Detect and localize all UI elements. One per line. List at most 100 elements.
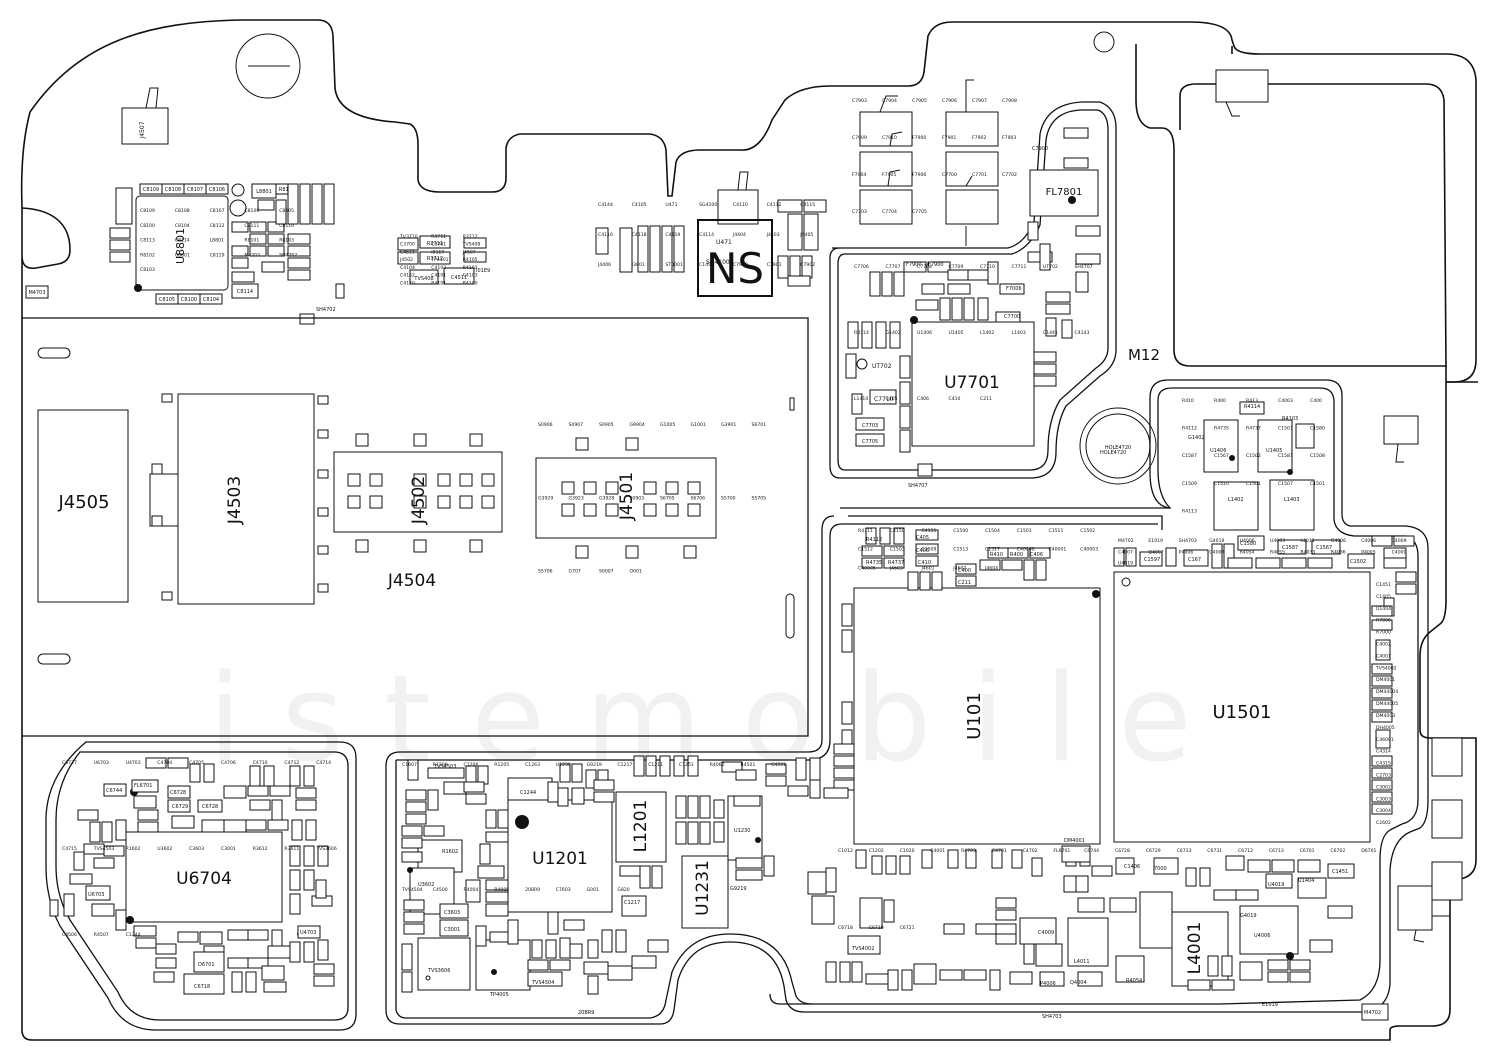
passive-field-u1201	[401, 755, 775, 995]
component-ref-label: C6733	[1177, 848, 1192, 854]
component-ref-label: R4060	[710, 762, 725, 768]
component-ref-label: SG4100	[699, 202, 717, 208]
component-ref-label: E1019	[1148, 538, 1163, 544]
svg-text:TVS4504: TVS4504	[531, 980, 554, 986]
svg-text:R4737: R4737	[888, 560, 904, 566]
svg-text:G1402: G1402	[1188, 435, 1205, 441]
component-ref-label: DM4001	[1376, 677, 1395, 683]
component-ref-label: J4406	[597, 262, 611, 268]
component-ref-label: R4105	[463, 257, 478, 263]
svg-text:U4006: U4006	[1254, 933, 1270, 939]
component-ref-label: U8801	[175, 252, 190, 258]
component-ref-label: C1500	[953, 528, 968, 534]
component-ref-label: R1602	[126, 846, 141, 852]
component-ref-label: C1513	[953, 547, 968, 553]
component-ref-label: TV3710	[399, 234, 418, 240]
component-ref-label: M4702	[1118, 538, 1134, 544]
component-ref-label: R4054	[1240, 549, 1255, 555]
component-ref-label: F7902	[972, 135, 986, 141]
component-ref-label: FL6701	[1053, 848, 1070, 854]
component-ref-label: C7707	[886, 264, 901, 270]
component-ref-label: F7901	[942, 135, 956, 141]
component-ref-label: C1580	[1310, 426, 1325, 432]
svg-text:SH4707: SH4707	[908, 483, 928, 489]
component-ref-label: C1432	[699, 262, 714, 268]
component-ref-label: C40005	[858, 565, 876, 571]
component-ref-label: C4001	[930, 848, 945, 854]
component-ref-label: M4703	[244, 252, 260, 258]
component-ref-label: C4500	[433, 887, 448, 893]
component-ref-label: C8105	[279, 208, 294, 214]
component-ref-label: C1510	[1214, 481, 1229, 487]
component-ref-label: C4105	[632, 202, 647, 208]
label-j4504: J4504	[387, 571, 436, 591]
component-ref-label: SH4702	[279, 252, 297, 258]
component-ref-label: DM44005	[1376, 701, 1398, 707]
component-ref-label: C1581	[1278, 453, 1293, 459]
component-ref-label: TVS4503	[93, 846, 115, 852]
component-ref-label: S0903	[630, 495, 645, 501]
component-ref-label: C3700	[400, 242, 415, 248]
svg-text:C211: C211	[958, 580, 971, 586]
svg-text:R4103: R4103	[1282, 416, 1298, 422]
component-ref-label: C1451	[1376, 582, 1391, 588]
component-ref-label: C8104	[175, 223, 190, 229]
component-ref-label: C1504	[985, 528, 1000, 534]
svg-text:R400: R400	[1010, 552, 1023, 558]
component-ref-label: C1503	[890, 547, 905, 553]
component-ref-label: R8102	[140, 252, 155, 258]
component-ref-label: C4706	[221, 760, 236, 766]
svg-text:G9219: G9219	[730, 886, 747, 892]
component-ref-label: C4702	[1023, 848, 1038, 854]
component-ref-label: C7710	[980, 264, 995, 270]
component-ref-label: Q4004	[1209, 549, 1224, 555]
component-ref-label: TVS4504	[401, 887, 423, 893]
component-ref-label: C4003	[1278, 398, 1293, 404]
component-ref-label: R410	[1182, 398, 1194, 404]
svg-text:R1602: R1602	[442, 849, 458, 855]
component-ref-label: C4152	[400, 273, 415, 279]
component-ref-label: S5706	[538, 569, 553, 575]
component-ref-label: C4103	[463, 273, 478, 279]
svg-text:P4006: P4006	[1040, 981, 1056, 987]
component-ref-label: C4001	[1376, 653, 1391, 659]
component-ref-label: C4115	[800, 202, 815, 208]
svg-text:C8108: C8108	[165, 187, 181, 193]
component-ref-label: C6729	[1146, 848, 1161, 854]
svg-text:TVS4503: TVS4503	[433, 764, 456, 770]
component-ref-label: C7701	[972, 172, 987, 178]
component-ref-label: C3002	[1376, 784, 1391, 790]
svg-text:C7710: C7710	[874, 396, 894, 403]
component-ref-label: C4101	[431, 273, 446, 279]
label-fl7801: FL7801	[1046, 187, 1083, 198]
svg-text:TVS3606: TVS3606	[427, 968, 450, 974]
component-ref-label: J4604	[984, 565, 998, 571]
svg-text:C7900: C7900	[1032, 146, 1048, 152]
svg-text:C8106: C8106	[209, 187, 225, 193]
svg-text:C6728: C6728	[202, 804, 218, 810]
component-ref-label: R4112	[1182, 426, 1197, 432]
label-l4001: L4001	[1185, 922, 1205, 975]
watermark-text: istemobile	[208, 650, 1232, 789]
component-ref-label: C7907	[972, 98, 987, 104]
component-ref-label: C1607	[402, 762, 417, 768]
svg-text:7000: 7000	[1154, 866, 1167, 872]
component-ref-label: C4714	[316, 760, 331, 766]
connector-cluster	[859, 79, 999, 246]
svg-text:U1404: U1404	[1298, 878, 1314, 884]
component-ref-label: C1501	[1246, 481, 1261, 487]
component-ref-label: R1205	[494, 762, 509, 768]
component-ref-label: C7700	[942, 172, 957, 178]
component-ref-label: C1508	[1310, 453, 1325, 459]
component-ref-label: C4114	[699, 232, 714, 238]
component-ref-label: R7000	[1376, 630, 1391, 636]
svg-text:C406: C406	[1030, 552, 1043, 558]
component-ref-label: C1501	[1017, 528, 1032, 534]
svg-text:SH4702: SH4702	[316, 307, 336, 313]
component-ref-label: R4055	[1270, 549, 1285, 555]
component-ref-label: R3612	[253, 846, 268, 852]
component-ref-label: S6706	[691, 495, 706, 501]
